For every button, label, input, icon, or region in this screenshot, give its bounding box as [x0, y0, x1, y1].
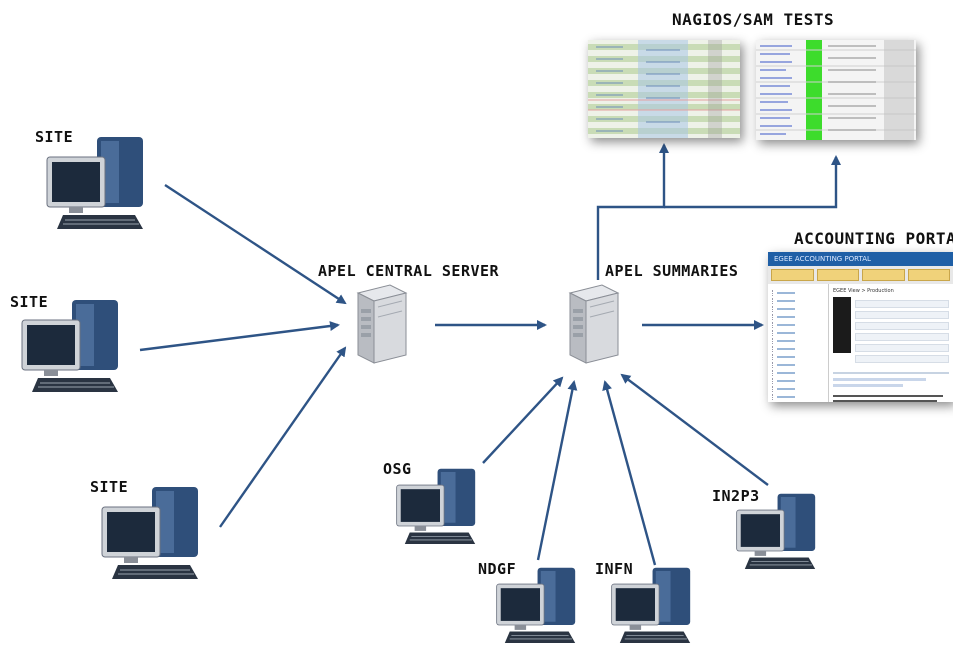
computer-icon	[396, 468, 476, 544]
infn-computer	[610, 566, 700, 652]
accounting-portal-title: ACCOUNTING PORTAL	[794, 229, 953, 248]
computer-icon	[496, 567, 576, 643]
site-3-computer	[100, 485, 210, 589]
apel-summaries-server	[560, 283, 620, 369]
arrow-site3-to-central	[219, 346, 347, 528]
nagios-screenshot-left	[588, 40, 740, 138]
in2p3-computer	[735, 492, 825, 578]
computer-icon	[21, 300, 118, 392]
arrow-site2-to-central	[139, 321, 340, 352]
site-2-label: SITE	[10, 293, 49, 311]
ndgf-label: NDGF	[478, 560, 517, 578]
arrow-site1-to-central	[164, 183, 347, 305]
in2p3-label: IN2P3	[712, 487, 760, 505]
nagios-sam-tests-title: NAGIOS/SAM TESTS	[672, 10, 835, 29]
apel-summaries-label: APEL SUMMARIES	[605, 262, 739, 280]
portal-tab	[907, 269, 950, 281]
portal-main-panel: EGEE View > Production	[829, 284, 953, 402]
portal-body: EGEE View > Production	[768, 284, 953, 402]
portal-thumbnail	[833, 297, 851, 353]
infn-label: INFN	[595, 560, 634, 578]
nagios-table-image	[588, 40, 740, 138]
accounting-portal-screenshot: EGEE ACCOUNTING PORTAL EGEE View > Produ…	[768, 252, 953, 402]
server-icon	[356, 284, 408, 364]
portal-panel-title: EGEE View > Production	[833, 288, 894, 294]
site-2-computer	[20, 298, 130, 402]
portal-title-bar: EGEE ACCOUNTING PORTAL	[768, 252, 953, 266]
portal-tab	[862, 269, 905, 281]
portal-tree-menu	[768, 284, 829, 402]
site-1-label: SITE	[35, 128, 74, 146]
portal-tab	[771, 269, 814, 281]
site-1-computer	[45, 135, 155, 239]
osg-label: OSG	[383, 460, 412, 478]
apel-central-server	[348, 283, 408, 369]
nagios-screenshot-right	[756, 40, 916, 140]
osg-computer	[395, 467, 485, 553]
portal-tabs	[768, 266, 953, 284]
computer-icon	[46, 137, 143, 229]
arrow-summaries-to-nagios-right	[664, 155, 841, 209]
arrow-infn-to-summaries	[602, 380, 657, 566]
server-icon	[568, 284, 620, 364]
computer-icon	[611, 567, 691, 643]
arrow-osg-to-summaries	[482, 376, 564, 464]
sam-table-image	[756, 40, 916, 140]
arrow-summaries-to-nagios-left	[596, 143, 669, 280]
apel-central-server-label: APEL CENTRAL SERVER	[318, 262, 500, 280]
portal-tab	[816, 269, 859, 281]
arrow-in2p3-to-summaries	[620, 373, 769, 486]
status-ok-column	[806, 40, 822, 140]
arrow-ndgf-to-summaries	[536, 380, 578, 561]
computer-icon	[736, 493, 816, 569]
computer-icon	[101, 487, 198, 579]
site-3-label: SITE	[90, 478, 129, 496]
ndgf-computer	[495, 566, 585, 652]
